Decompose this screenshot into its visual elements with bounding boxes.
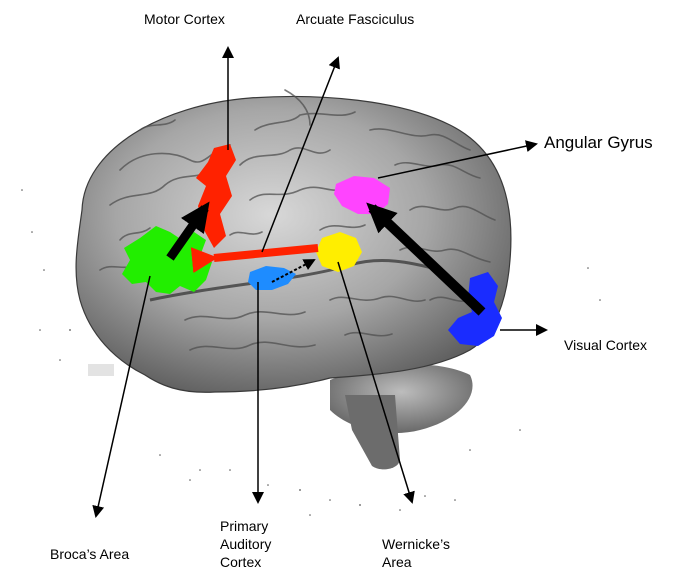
label-brocas-area: Broca’s Area xyxy=(50,545,129,563)
label-motor-cortex: Motor Cortex xyxy=(144,10,225,28)
label-primary-auditory-cortex: Primary Auditory Cortex xyxy=(220,517,271,571)
label-wernickes-area: Wernicke’s Area xyxy=(382,535,450,571)
brainstem xyxy=(345,395,400,469)
label-angular-gyrus: Angular Gyrus xyxy=(544,134,653,152)
label-arcuate-fasciculus: Arcuate Fasciculus xyxy=(296,10,414,28)
label-visual-cortex: Visual Cortex xyxy=(564,336,647,354)
